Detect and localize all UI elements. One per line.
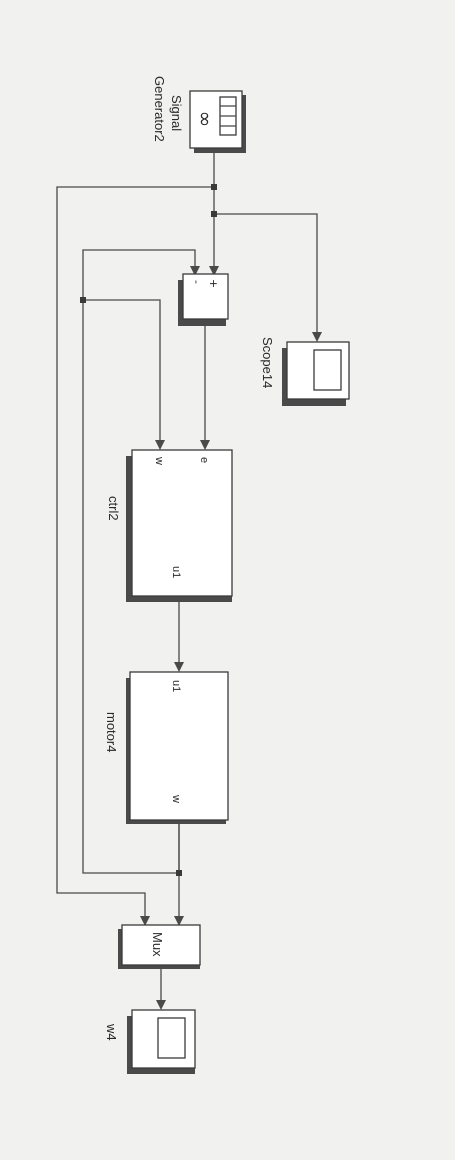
branch-point [211, 184, 217, 190]
sum-block[interactable]: - + [178, 273, 229, 326]
ctrl2-label: ctrl2 [106, 496, 121, 521]
arrowhead [190, 266, 200, 276]
ctrl2-port-w: w [153, 456, 165, 465]
arrowhead [200, 440, 210, 450]
arrowheads [140, 266, 322, 1010]
scope14-block[interactable] [282, 341, 350, 406]
branch-point [80, 297, 86, 303]
ctrl2-block[interactable]: w e u1 [126, 449, 233, 602]
scope14-screen [313, 349, 342, 391]
signal-generator-label-line1: Signal [169, 95, 184, 131]
wire-source-to-scope [214, 213, 318, 334]
arrowhead [209, 266, 219, 276]
wire-feedback-to-ctrl-w [83, 299, 161, 442]
ctrl2-port-e: e [198, 457, 210, 463]
arrowhead [174, 662, 184, 672]
signal-generator-label-line2: Generator2 [152, 76, 167, 142]
wire-source-to-mux [56, 186, 214, 918]
motor4-port-u1: u1 [170, 680, 182, 692]
branch-points [80, 184, 217, 876]
w4-scope-block[interactable] [127, 1009, 196, 1074]
signal-generator-block[interactable]: ∞ [189, 90, 246, 153]
motor4-label: motor4 [104, 712, 119, 752]
scope14-label: Scope14 [260, 337, 275, 388]
arrowhead [174, 916, 184, 926]
w4-label: w4 [104, 1023, 119, 1041]
w4-screen [157, 1017, 186, 1059]
branch-point [211, 211, 217, 217]
ctrl2-port-u1: u1 [170, 566, 182, 578]
sum-plus-sign: + [207, 279, 220, 288]
branch-point [176, 870, 182, 876]
arrowhead [155, 440, 165, 450]
motor4-block[interactable]: u1 w [126, 671, 229, 824]
mux-label: Mux [150, 932, 165, 957]
arrowhead [140, 916, 150, 926]
sum-minus-sign: - [190, 280, 203, 284]
arrowhead [312, 332, 322, 342]
waveform-icon: ∞ [194, 111, 218, 128]
arrowhead [156, 1000, 166, 1010]
motor4-port-w: w [170, 794, 182, 803]
mux-block[interactable]: Mux [118, 924, 201, 969]
wires [56, 148, 318, 1002]
